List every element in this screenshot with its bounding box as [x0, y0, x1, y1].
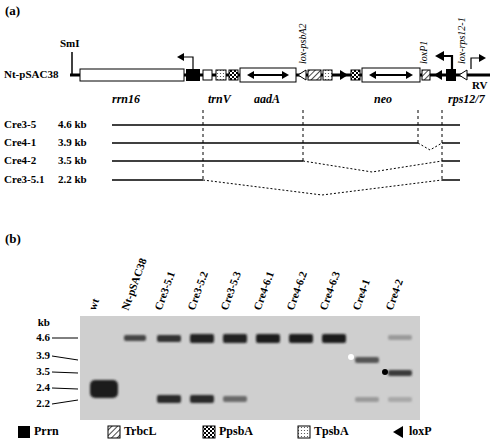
lane-label: wt — [86, 297, 102, 312]
panel-letter: (b) — [5, 232, 21, 245]
lane-label: Cre4-1 — [350, 277, 373, 312]
construct-label: Cre4-2 — [4, 154, 36, 167]
legend-text: TrbcL — [124, 425, 156, 438]
size-marker: 3.9 — [22, 349, 50, 362]
legend-samples — [108, 426, 403, 438]
panel-letter: (a) — [5, 4, 20, 17]
gene-label: rps12/7 — [448, 93, 485, 106]
gene-label: aadA — [254, 93, 280, 106]
gene-label: neo — [374, 93, 392, 106]
site-label: lox-psbA2 — [297, 23, 309, 64]
site-label: loxP1 — [418, 41, 430, 64]
lane-label: Cre4-6.1 — [251, 270, 277, 312]
lane-label: Cre4-6.2 — [284, 270, 310, 312]
lane-label: Cre3-5.3 — [218, 270, 244, 312]
lane-label: Cre4-6.3 — [317, 270, 343, 312]
gene-label: trnV — [208, 93, 231, 106]
size-marker: 2.4 — [22, 381, 50, 394]
legend-swatch — [18, 426, 30, 438]
construct-label: SmI — [60, 37, 80, 50]
lane-label: Cre3-5.2 — [185, 270, 211, 312]
size-marker: 3.5 — [22, 365, 50, 378]
lane-label: Nt-pSAC38 — [119, 256, 150, 312]
construct-label: 4.6 kb — [58, 118, 87, 131]
legend-text: PpsbA — [219, 425, 253, 438]
construct-label: 3.5 kb — [58, 154, 87, 167]
lane-label: Cre4-2 — [383, 277, 406, 312]
construct-label: 3.9 kb — [58, 136, 87, 149]
construct-label: 2.2 kb — [58, 173, 87, 186]
construct-label: Cre3-5.1 — [4, 173, 44, 186]
construct-label: RV — [472, 79, 488, 92]
size-marker: 4.6 — [22, 331, 50, 344]
construct-label: Cre3-5 — [4, 118, 36, 131]
lane-label: Cre3-5.1 — [152, 270, 178, 312]
gene-label: rrn16 — [112, 93, 140, 106]
legend-text: TpsbA — [314, 425, 349, 438]
site-label: lox-rps12-1 — [456, 17, 468, 64]
size-marker: 2.2 — [22, 397, 50, 410]
legend-text: Prrn — [34, 425, 59, 438]
deletion-products — [112, 110, 460, 195]
construct-label: Nt-pSAC38 — [4, 68, 58, 81]
southern-blot — [52, 316, 420, 420]
size-marker: kb — [22, 316, 50, 329]
legend-text: loxP — [409, 425, 432, 438]
construct-label: Cre4-1 — [4, 136, 36, 149]
